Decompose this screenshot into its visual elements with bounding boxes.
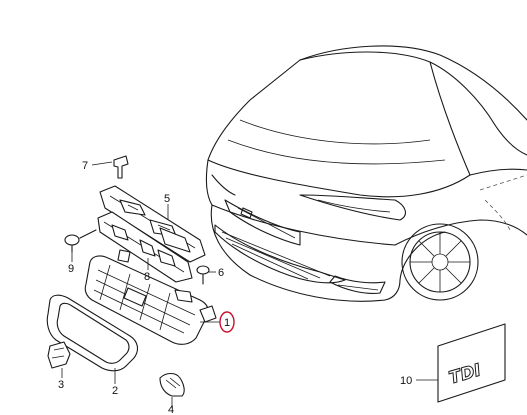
callout-4[interactable]: 4 — [168, 404, 174, 415]
bracket-lower-part — [97, 211, 193, 283]
callout-10[interactable]: 10 — [400, 375, 412, 387]
bracket-upper-part — [99, 185, 206, 263]
emblem-cover-part — [47, 341, 71, 369]
clip-icon — [113, 155, 129, 179]
callout-3[interactable]: 3 — [58, 379, 64, 391]
callout-labels: 7 5 8 9 6 1 2 3 4 10 — [58, 160, 412, 415]
callout-7[interactable]: 7 — [82, 160, 88, 172]
highlight-ring — [219, 311, 235, 333]
callout-6[interactable]: 6 — [218, 267, 224, 279]
callout-2[interactable]: 2 — [112, 385, 118, 397]
screw-part-6 — [196, 265, 210, 285]
grille-icon — [84, 249, 217, 345]
car-outline-icon — [205, 45, 527, 302]
callout-8[interactable]: 8 — [144, 271, 150, 283]
screw-icon — [64, 229, 97, 253]
leader-lines — [61, 161, 438, 408]
callout-9[interactable]: 9 — [68, 263, 74, 275]
callout-1[interactable]: 1 — [224, 317, 230, 329]
emblem-icon — [159, 372, 185, 397]
tdi-badge-part: TDI — [437, 323, 506, 403]
callout-5[interactable]: 5 — [164, 193, 170, 205]
grille-frame-part — [46, 294, 139, 372]
